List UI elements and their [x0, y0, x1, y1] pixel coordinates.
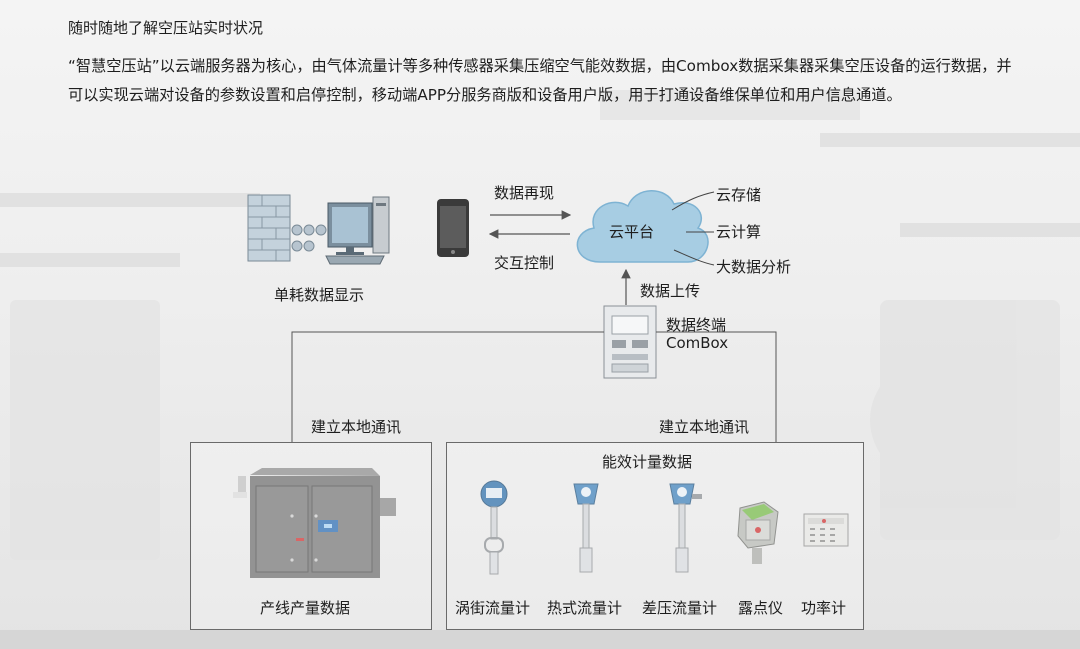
- local-comm-left-label: 建立本地通讯: [311, 418, 402, 436]
- vortex-flowmeter-icon: [480, 480, 508, 575]
- combox-device-icon: [603, 305, 657, 379]
- production-cabinet-icon: [233, 468, 396, 578]
- instrument-label-power: 功率计: [801, 599, 847, 617]
- instrument-label-vortex: 涡街流量计: [455, 599, 531, 617]
- instrument-label-thermal: 热式流量计: [547, 599, 623, 617]
- cloud-storage-connector: [671, 191, 715, 211]
- thermal-flowmeter-icon: [573, 483, 599, 573]
- power-meter-icon: [803, 513, 849, 547]
- interactive-control-label: 交互控制: [494, 254, 555, 272]
- data-upload-label: 数据上传: [640, 282, 701, 300]
- server-rack-icon: [247, 194, 327, 262]
- cloud-storage-label: 云存储: [716, 186, 762, 204]
- cloud-compute-label: 云计算: [716, 223, 762, 241]
- data-replay-label: 数据再现: [494, 184, 555, 202]
- instrument-label-dewpoint: 露点仪: [738, 599, 784, 617]
- efficiency-data-label: 能效计量数据: [602, 453, 693, 471]
- single-consumption-display-label: 单耗数据显示: [274, 286, 365, 304]
- desktop-computer-icon: [325, 196, 390, 265]
- production-data-box: [190, 442, 432, 630]
- data-terminal-label: 数据终端: [666, 316, 727, 334]
- production-data-label: 产线产量数据: [260, 599, 351, 617]
- dew-point-meter-icon: [737, 501, 779, 564]
- efficiency-data-box: [446, 442, 864, 630]
- cloud-platform-label: 云平台: [609, 223, 655, 241]
- local-comm-right-label: 建立本地通讯: [659, 418, 750, 436]
- section-heading: 随时随地了解空压站实时状况: [68, 19, 264, 37]
- big-data-connector: [673, 249, 715, 266]
- instrument-label-dp: 差压流量计: [642, 599, 718, 617]
- local-comm-left-line: [291, 331, 604, 442]
- big-data-analysis-label: 大数据分析: [716, 258, 792, 276]
- combox-label: ComBox: [666, 334, 729, 352]
- cloud-shape: [576, 190, 709, 263]
- intro-paragraph: “智慧空压站”以云端服务器为核心，由气体流量计等多种传感器采集压缩空气能效数据，…: [68, 57, 1012, 104]
- local-comm-right-line: [656, 331, 777, 442]
- dp-flowmeter-icon: [669, 483, 702, 573]
- mobile-phone-icon: [437, 199, 469, 257]
